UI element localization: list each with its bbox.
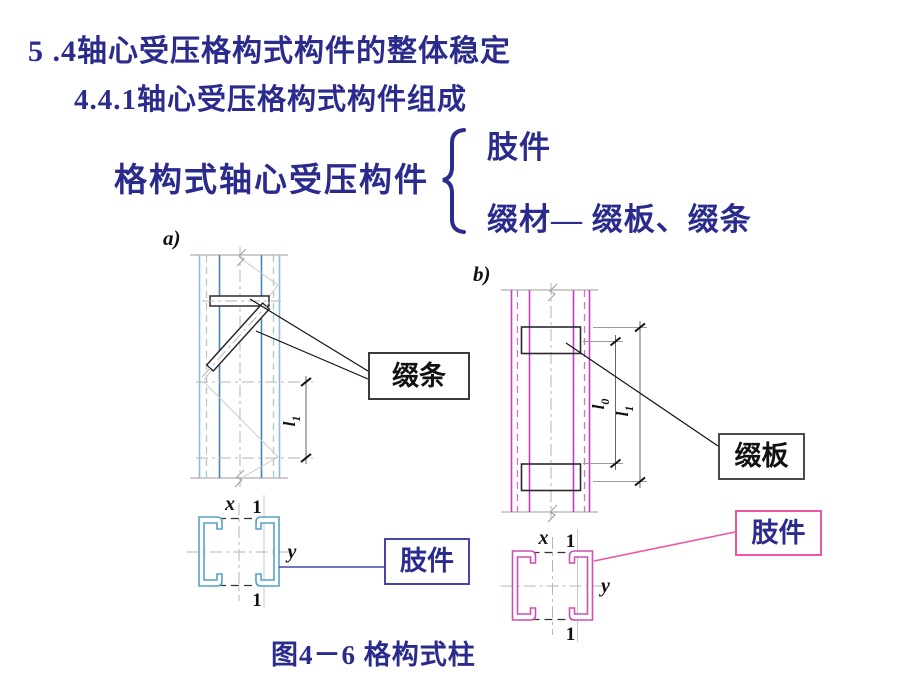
dim-l1b-label: l1 (613, 406, 636, 417)
back-lacing-line (239, 257, 279, 286)
panel-b-label: b) (473, 262, 491, 286)
figure-caption: 图4－6 格构式柱 (271, 640, 476, 670)
axis-label-x: x (538, 527, 549, 549)
section-b: x 1 y 1 (500, 527, 736, 645)
batten-callout-box: 缀板 (718, 433, 805, 480)
composition-lead: 格构式轴心受压构件 (114, 163, 429, 199)
brace-glyph (442, 128, 466, 234)
batten-plate (520, 326, 582, 355)
section-a: x 1 y 1 (187, 493, 384, 611)
axis-label-y: y (286, 541, 297, 563)
section-mark-bottom: 1 (252, 590, 262, 611)
panel-a-label: a) (163, 226, 181, 250)
dim-tick (609, 336, 622, 347)
dim-tick (300, 453, 312, 463)
dim-tick (634, 476, 646, 487)
dim-l1-b: l1 (593, 321, 647, 488)
break-mark (547, 283, 558, 302)
lacing-leader-1 (249, 298, 369, 372)
lacing-callout-box: 缀条 (368, 352, 470, 400)
dim-l0b-label: l0 (589, 399, 612, 410)
dim-tick (609, 458, 622, 469)
break-mark (234, 469, 245, 488)
back-lacing-line (242, 456, 279, 478)
dim-tick (300, 377, 312, 387)
section-mark-top: 1 (566, 531, 576, 552)
slide-subtitle: 4.4.1轴心受压格构式构件组成 (74, 84, 468, 116)
axis-label-x: x (224, 493, 235, 515)
break-mark (547, 504, 558, 523)
dim-l1a-label: l1 (280, 416, 303, 427)
back-lacing-line (203, 381, 279, 458)
chord-a-callout-box: 肢件 (384, 538, 470, 585)
composition-item-limb: 肢件 (487, 130, 551, 165)
batten-plate (520, 463, 582, 492)
chord-b-callout-box: 肢件 (735, 510, 822, 556)
dim-l1-a: l1 (280, 376, 312, 464)
column-b (501, 283, 598, 523)
chord-b-leader (593, 531, 736, 562)
lacing-bar-diagonal-axis (201, 301, 271, 378)
dim-tick (634, 322, 646, 333)
batten-leader (565, 342, 719, 447)
axis-label-y: y (599, 575, 610, 597)
lacing-leader-2 (255, 330, 369, 380)
section-mark-bottom: 1 (566, 624, 576, 645)
column-a (190, 247, 313, 488)
section-mark-top: 1 (252, 497, 262, 518)
dim-l0-b: l0 (583, 335, 623, 470)
composition-item-lacing-material: 缀材— 缀板、缀条 (487, 202, 752, 237)
break-mark (236, 248, 247, 267)
slide-title: 5 .4轴心受压格构式构件的整体稳定 (28, 35, 511, 68)
